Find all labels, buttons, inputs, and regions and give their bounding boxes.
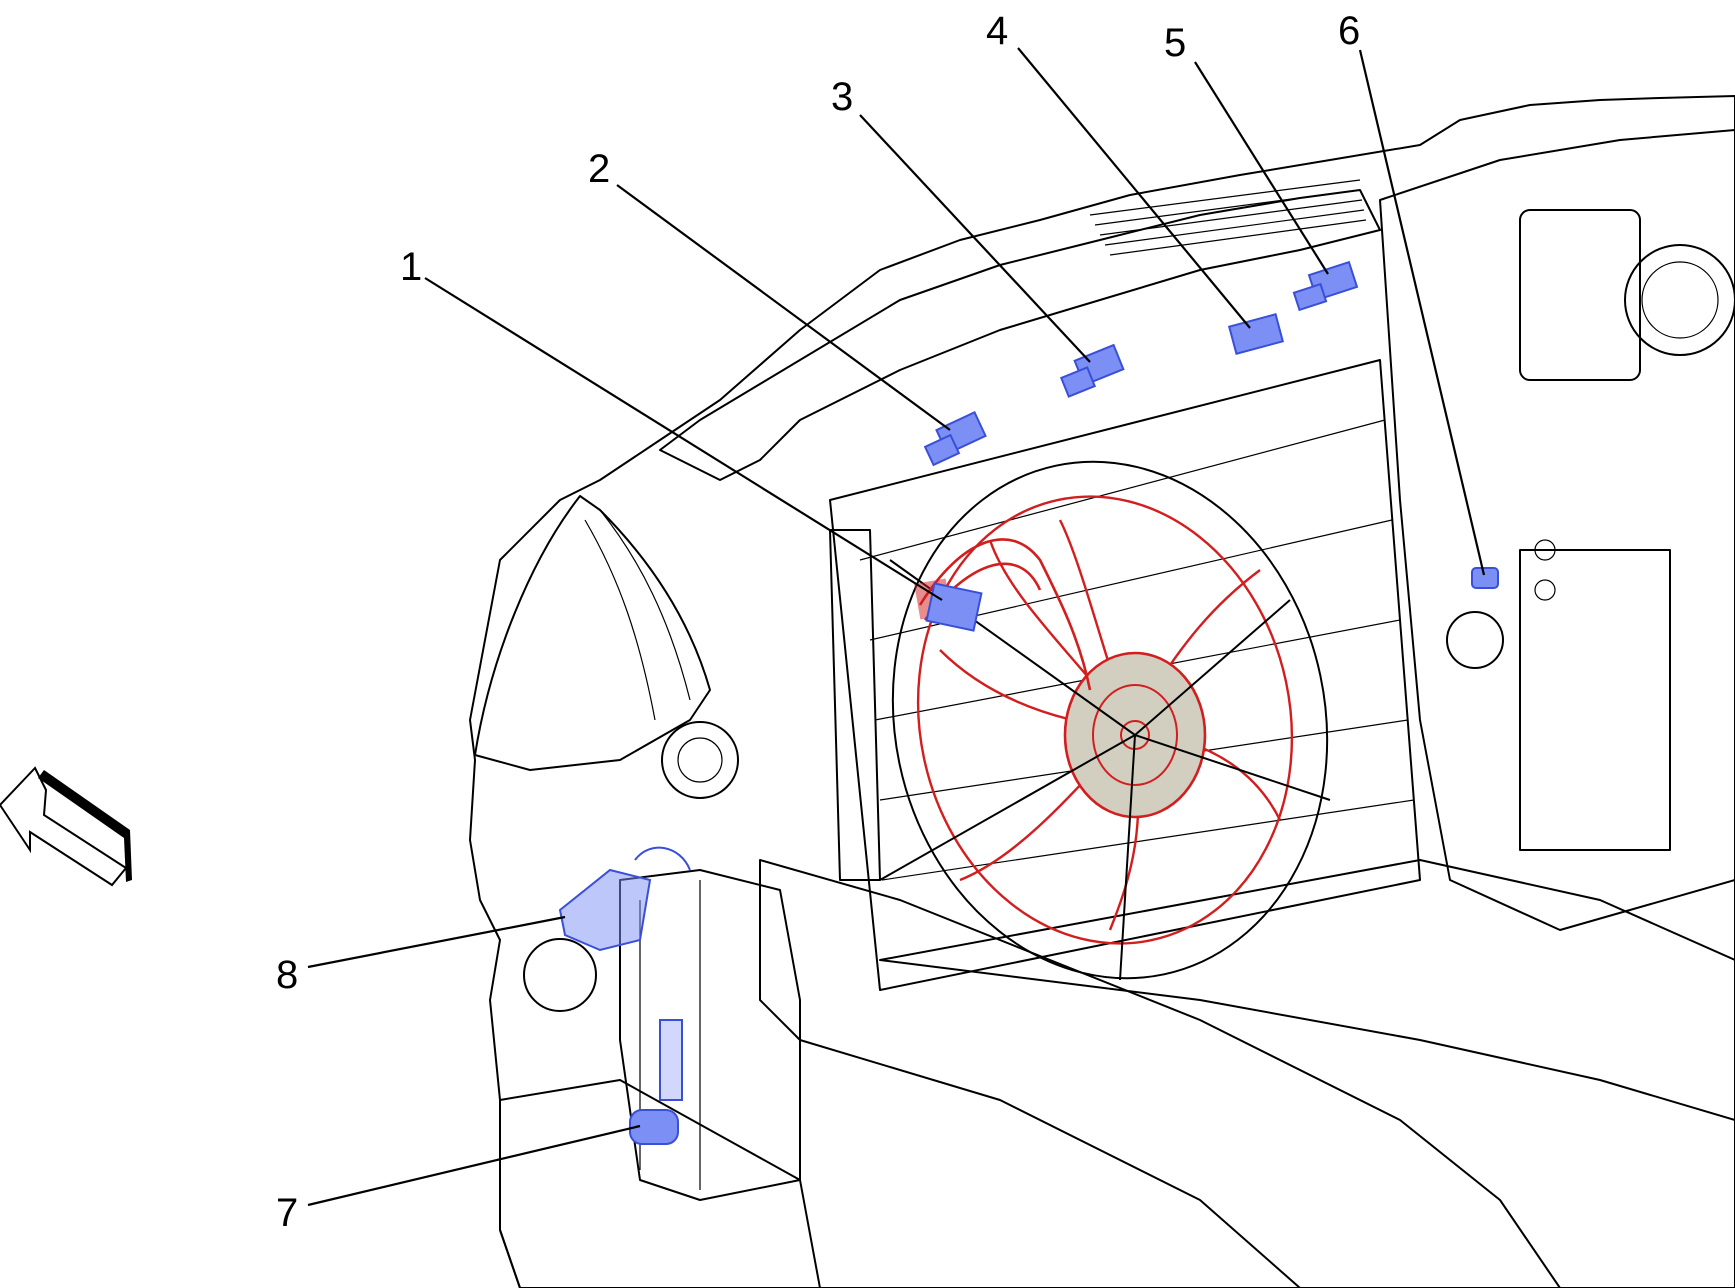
headlamp-assembly (474, 495, 711, 771)
leader-line-5 (1194, 61, 1329, 275)
callout-3: 3 (831, 75, 853, 119)
component-3-connector (1059, 343, 1125, 398)
component-2-connector (923, 411, 987, 467)
component-5-connector (1292, 260, 1359, 312)
upper-grille-vents (1089, 179, 1367, 256)
callout-7: 7 (276, 1191, 298, 1235)
component-6-connector (1471, 567, 1499, 589)
washer-reservoir (619, 869, 801, 1201)
callout-1: 1 (400, 245, 422, 289)
callout-8: 8 (276, 953, 298, 997)
component-7-washer-pump (629, 1019, 683, 1145)
leader-line-1 (424, 277, 943, 601)
horn (661, 721, 739, 799)
component-8-bracket (558, 846, 691, 952)
lower-frame-rail (759, 859, 1561, 1288)
fan-wiring-harness (918, 538, 1092, 691)
highlighted-components (558, 260, 1499, 1145)
front-bumper-beam (499, 1079, 821, 1288)
callout-2: 2 (588, 147, 610, 191)
callout-labels: 1 2 3 4 5 6 7 8 (276, 9, 1360, 1235)
cooling-fan (879, 460, 1331, 981)
leader-line-7 (307, 1124, 641, 1207)
body-silhouette (469, 95, 1735, 1288)
component-4-connector (1227, 313, 1285, 355)
callout-5: 5 (1164, 21, 1186, 65)
leader-line-6 (1358, 49, 1486, 576)
right-fender-apron (1379, 129, 1735, 931)
leader-line-2 (616, 184, 951, 431)
leader-lines (307, 47, 1486, 1207)
leader-line-3 (859, 114, 1091, 363)
upper-radiator-support (659, 189, 1381, 481)
callout-6: 6 (1338, 9, 1360, 53)
right-apron-details (1446, 209, 1735, 851)
component-1-connector (914, 578, 983, 632)
lower-tie-bar (879, 859, 1735, 1121)
callout-4: 4 (986, 9, 1008, 53)
forward-direction-arrow-icon (0, 766, 132, 887)
leader-line-4 (1017, 47, 1251, 329)
leader-line-8 (307, 915, 566, 969)
radiator-core (829, 359, 1421, 991)
